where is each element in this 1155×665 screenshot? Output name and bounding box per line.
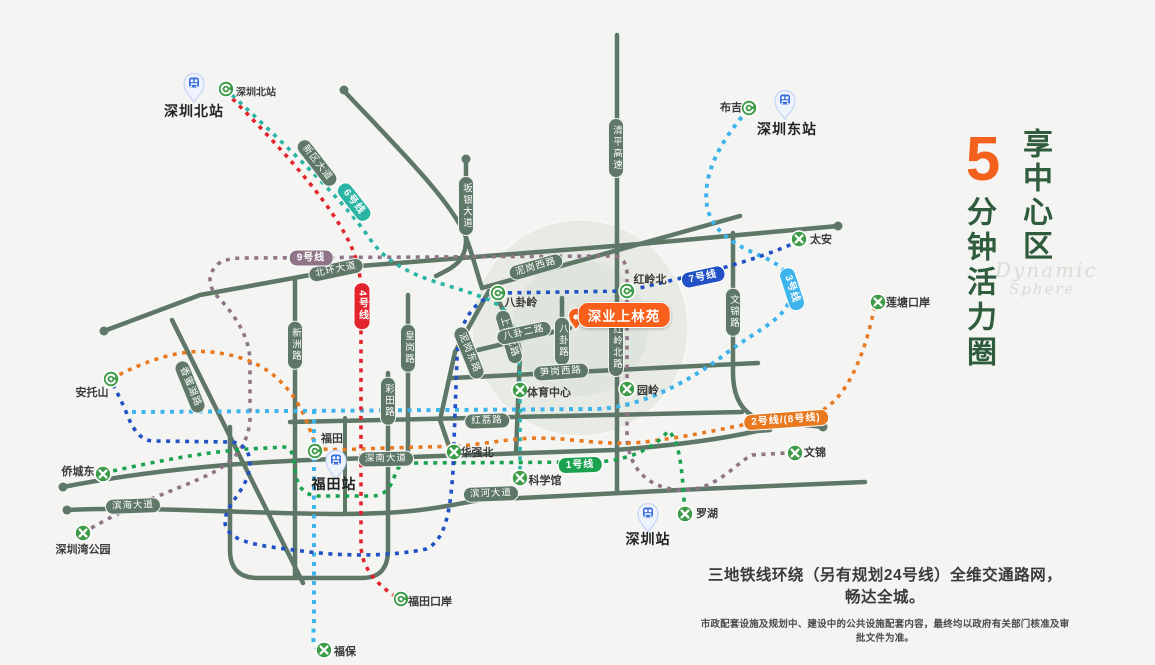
metro-station-icon	[676, 505, 694, 523]
metro-logo-icon	[102, 370, 120, 388]
metro-station-icon	[618, 380, 636, 398]
road-label: 彩田路	[380, 376, 396, 426]
station-label: 深圳湾公园	[55, 544, 111, 556]
station-label: 园岭	[637, 385, 659, 397]
road-nigang-east	[437, 288, 492, 458]
metro-line-badge: 2号线/(8号线)	[742, 408, 830, 432]
road-label: 泥岗西路	[506, 251, 566, 283]
metro-line-9	[82, 254, 787, 535]
station-label: 布吉	[720, 102, 742, 114]
metro-line-badge: 3号线	[777, 265, 807, 313]
road-end-dots	[58, 85, 843, 515]
road-label: 八卦路	[554, 316, 570, 366]
watermark-line1: Dynamic	[995, 258, 1098, 282]
metro-line-badge: 9号线	[288, 249, 334, 267]
station-label: 红岭北	[633, 274, 667, 286]
station-label: 科学馆	[528, 475, 562, 487]
road-label: 滨海大道	[104, 497, 162, 515]
headline-number: 5	[965, 125, 1001, 194]
metro-logo-icon	[740, 99, 758, 117]
railway-station-label: 深圳站	[625, 531, 671, 547]
watermark: Dynamic Sphere	[995, 258, 1098, 298]
footer-text: 三地铁线环绕（另有规划24号线）全维交通路网，畅达全城。 市政配套设施及规划中、…	[700, 563, 1070, 644]
road-sungang-west	[449, 360, 761, 381]
road-label: 红荔路	[463, 412, 511, 430]
station-label: 福田	[321, 433, 343, 445]
metro-logo-icon	[618, 282, 636, 300]
metro-station-icon	[94, 465, 112, 483]
road-label: 清平高速	[608, 118, 624, 178]
footer-disclaimer: 市政配套设施及规划中、建设中的公共设施配套内容，最终均以政府有关部门核准及审批文…	[700, 619, 1070, 644]
metro-line-badge: 7号线	[679, 264, 727, 290]
metro-station-icon	[74, 524, 92, 542]
road-banyin-avenue	[433, 156, 469, 279]
road-label: 笋岗西路	[532, 362, 590, 382]
road-label: 香蜜湖路	[172, 358, 208, 416]
metro-station-icon	[790, 230, 808, 248]
metro-logo-icon	[489, 284, 507, 302]
railway-pin-icon	[637, 502, 659, 534]
metro-station-icon	[511, 381, 529, 399]
railway-station-label: 深圳北站	[164, 103, 224, 119]
road-label: 新洲路	[287, 320, 303, 370]
metro-station-icon	[511, 469, 529, 487]
station-label: 文锦	[804, 447, 826, 459]
metro-station-icon	[445, 443, 463, 461]
headline-block: 享中心区 5 分钟活力圈	[960, 125, 1052, 372]
metro-line-4	[224, 90, 399, 600]
railway-station-label: 深圳东站	[757, 121, 817, 137]
station-label: 莲塘口岸	[886, 297, 930, 309]
metro-line-1	[103, 428, 687, 509]
metro-line-badge: 4号线	[353, 282, 371, 330]
headline-right-column: 享中心区	[1018, 128, 1051, 264]
metro-line-2-8	[110, 302, 879, 452]
metro-line-7	[109, 239, 800, 557]
railway-pin-icon	[774, 89, 796, 121]
metro-station-icon	[786, 444, 804, 462]
headline-left-text: 分钟活力圈	[962, 196, 995, 371]
railway-pin-icon	[183, 72, 205, 104]
road-xinqu-avenue	[341, 88, 485, 291]
metro-logo-icon	[392, 590, 410, 608]
road-label: 坂银大道	[458, 176, 474, 236]
station-label: 华强北	[460, 447, 494, 459]
station-label: 安托山	[75, 387, 109, 399]
road-label: 深南大道	[357, 450, 415, 468]
station-label: 罗湖	[696, 508, 718, 520]
watermark-line2: Sphere	[1009, 280, 1076, 298]
property-badge: 深业上林苑	[577, 302, 671, 328]
footer-headline: 三地铁线环绕（另有规划24号线）全维交通路网，畅达全城。	[707, 567, 1063, 606]
station-label: 福保	[334, 646, 356, 658]
metro-logo-icon	[217, 80, 235, 98]
station-label: 八卦岭	[504, 297, 538, 309]
station-label: 体育中心	[527, 387, 571, 399]
road-label: 新区大道	[293, 136, 341, 190]
metro-line-badge: 6号线	[333, 179, 375, 225]
station-icons-layer	[74, 72, 887, 659]
station-label: 深圳北站	[236, 87, 276, 99]
road-label: 滨河大道	[462, 485, 520, 503]
railway-station-label: 福田站	[311, 476, 357, 492]
railway-pin-icon	[325, 449, 347, 481]
metro-line-6	[230, 93, 522, 478]
metro-logo-icon	[306, 442, 324, 460]
metro-line-badge: 1号线	[557, 455, 603, 475]
metro-station-icon	[315, 641, 333, 659]
metro-station-icon	[869, 293, 887, 311]
road-caitian-loop	[227, 370, 391, 581]
station-label: 侨城东	[61, 466, 95, 478]
road-hongli-road	[287, 409, 745, 425]
road-label: 泥岗东路	[451, 324, 487, 382]
road-label: 文锦路	[725, 287, 741, 337]
road-label: 皇岗路	[400, 323, 416, 373]
station-label: 福田口岸	[408, 596, 452, 608]
headline-left-column: 5 分钟活力圈	[960, 125, 1006, 372]
station-label: 太安	[810, 234, 832, 246]
